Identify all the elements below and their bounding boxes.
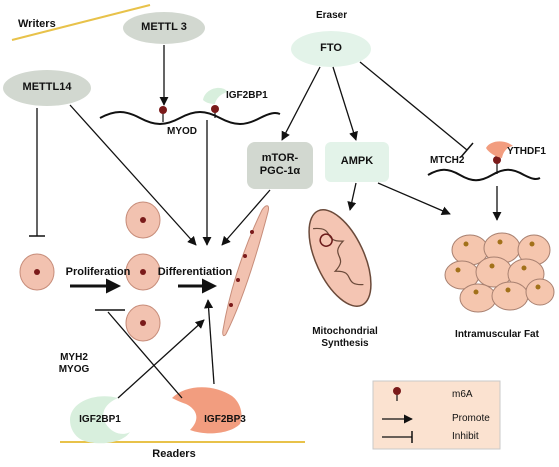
legend-promote-label: Promote [452, 413, 490, 424]
writers-underline [11, 4, 151, 41]
mtor-node [247, 142, 313, 189]
eraser-title: Eraser [316, 10, 348, 21]
differentiation-label: Differentiation [157, 266, 233, 278]
fto-label: FTO [320, 42, 342, 54]
igf2bp3-reader-shape [172, 387, 242, 434]
mettl3-node [123, 12, 205, 44]
ampk-node [325, 142, 389, 182]
myotube-nucleus [250, 230, 254, 234]
proliferation-label: Proliferation [65, 266, 131, 278]
igf2bp1-label-top: IGF2BP1 [226, 90, 268, 101]
cell-nucleus [140, 320, 146, 326]
fto-node [291, 31, 371, 67]
cell-nucleus [140, 217, 146, 223]
myotube-nucleus [236, 278, 240, 282]
mettl14-label: METTL14 [22, 81, 72, 93]
myh2-myog-label: MYH2 MYOG [58, 352, 90, 375]
igf2bp1-myod-shape [203, 87, 228, 104]
myod-label: MYOD [167, 126, 197, 137]
myod-m6a-2 [211, 105, 219, 113]
mtch2-label: MTCH2 [430, 155, 465, 166]
cell-nucleus [34, 269, 40, 275]
myotube-nucleus [229, 303, 233, 307]
mtor-label: mTOR- PGC-1α [259, 152, 301, 177]
fat-label: Intramuscular Fat [455, 329, 539, 340]
myotube [222, 205, 269, 337]
igf2bp1-reader-label: IGF2BP1 [79, 414, 121, 425]
mettl14-node [3, 70, 91, 106]
mito-label: Mitochondrial Synthesis [312, 326, 378, 349]
igf2bp1-reader-shape [70, 396, 130, 444]
myod-m6a-1 [159, 106, 167, 114]
ythdf1-shape [486, 141, 513, 158]
legend-inhibit-label: Inhibit [452, 431, 479, 442]
legend-m6a-icon [393, 387, 401, 395]
mtch2-mrna [427, 168, 541, 182]
mtch2-m6a [493, 156, 501, 164]
ythdf1-label: YTHDF1 [507, 146, 546, 157]
igf2bp3-reader-label: IGF2BP3 [204, 414, 246, 425]
myod-mrna [99, 111, 281, 125]
ampk-label: AMPK [340, 155, 374, 167]
legend-m6a-label: m6A [452, 389, 473, 400]
writers-title: Writers [18, 18, 56, 30]
cell-nucleus [140, 269, 146, 275]
readers-title: Readers [152, 448, 196, 460]
fat-cell-cluster [444, 232, 555, 313]
mettl3-label: METTL 3 [141, 21, 187, 33]
myotube-nucleus [243, 254, 247, 258]
mitochondrion [308, 209, 372, 307]
